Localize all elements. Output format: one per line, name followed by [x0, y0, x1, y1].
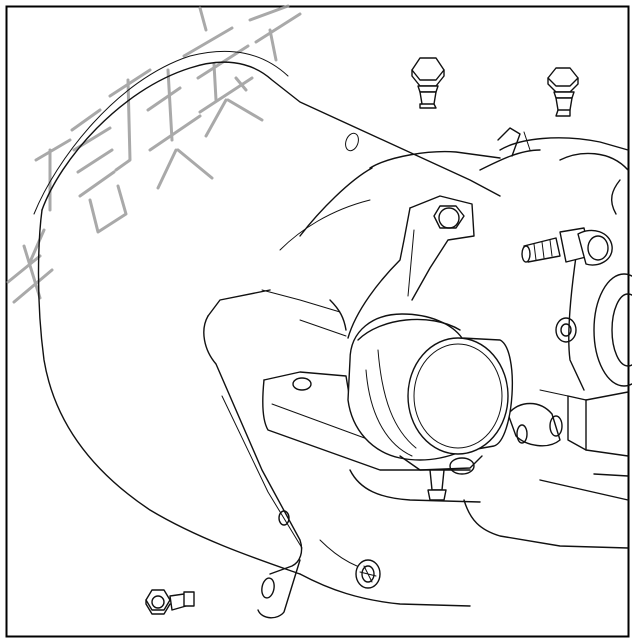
dust-shield [33, 50, 501, 619]
shield-mounting-bolt [145, 589, 195, 615]
diagram-border [5, 5, 630, 638]
bracket-bolt [433, 205, 465, 229]
mounting-bracket [262, 150, 629, 549]
bleeder-nipple [521, 227, 613, 266]
shield-grommet [355, 559, 381, 589]
piston-housing-lower-bolt [427, 469, 447, 501]
watermark-graphic [6, 4, 302, 304]
caliper-body [479, 127, 632, 501]
caliper-piston-housing [347, 313, 514, 475]
guide-pin-bolt-left [411, 57, 445, 109]
guide-pin-bolt-right [547, 67, 579, 117]
